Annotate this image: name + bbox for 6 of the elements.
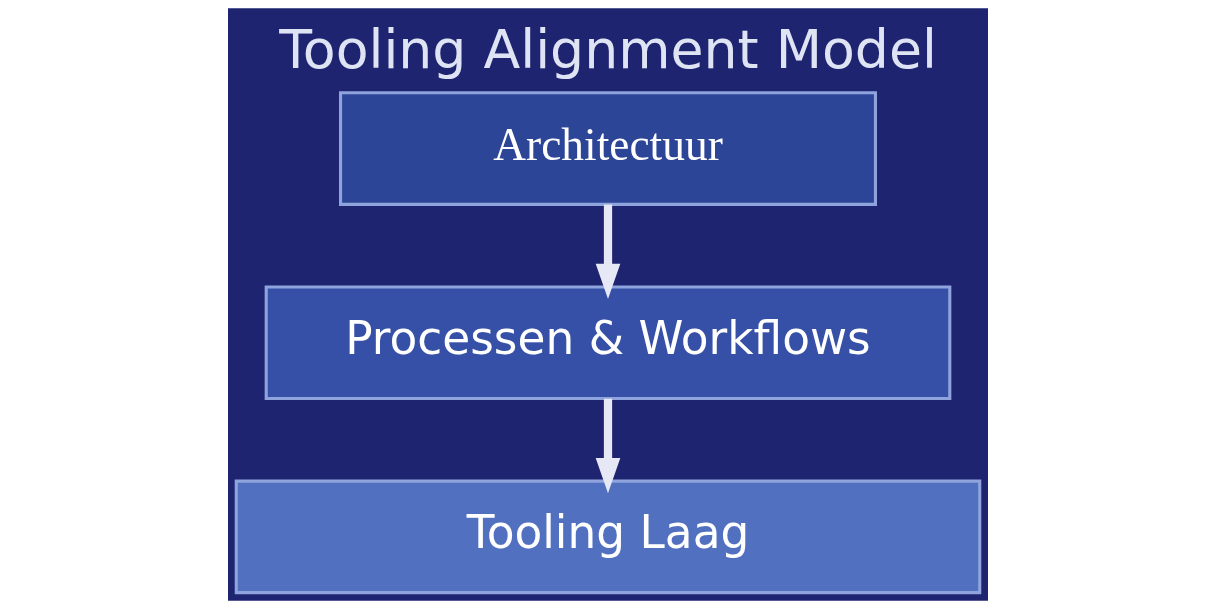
arrow	[595, 204, 620, 300]
node-box: Tooling Laag	[234, 479, 981, 595]
node-box: Processen & Workflows	[264, 285, 951, 401]
node-box: Architectuur	[338, 91, 877, 206]
diagram-title: Tooling Alignment Model	[278, 17, 937, 81]
arrow	[595, 398, 620, 494]
